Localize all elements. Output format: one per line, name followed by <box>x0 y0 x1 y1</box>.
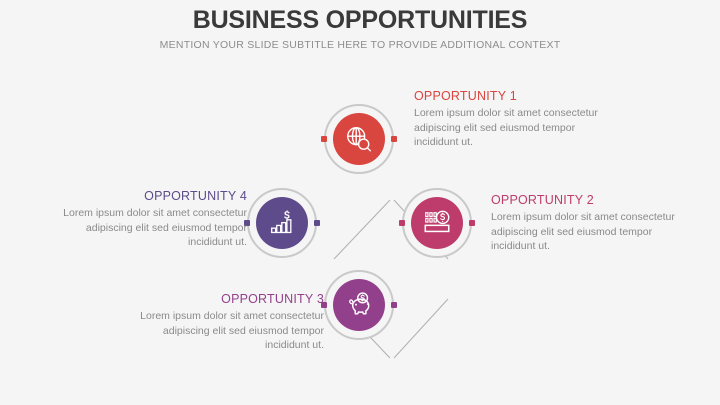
connector-dot-right <box>314 220 320 226</box>
globe-search-icon <box>347 127 372 152</box>
opportunity-1-body: Lorem ipsum dolor sit amet consectetur a… <box>414 107 598 148</box>
node-disc <box>333 279 385 331</box>
digital-money-icon <box>424 210 450 233</box>
piggy-bank-icon <box>348 291 369 314</box>
slide-header: BUSINESS OPPORTUNITIES MENTION YOUR SLID… <box>0 6 720 52</box>
growth-chart-dollar-icon <box>271 210 292 234</box>
connector-dot-left <box>321 302 327 308</box>
textblock-opportunity-4: OPPORTUNITY 4 Lorem ipsum dolor sit amet… <box>62 188 247 250</box>
opportunity-4-title: OPPORTUNITY 4 <box>144 189 247 203</box>
textblock-opportunity-2: OPPORTUNITY 2 Lorem ipsum dolor sit amet… <box>491 192 676 254</box>
connector-dot-left <box>399 220 405 226</box>
node-opportunity-2[interactable] <box>399 188 475 258</box>
page-title: BUSINESS OPPORTUNITIES <box>192 6 528 34</box>
opportunity-2-body: Lorem ipsum dolor sit amet consectetur a… <box>491 211 675 252</box>
node-opportunity-3[interactable] <box>321 270 397 340</box>
opportunity-4-body: Lorem ipsum dolor sit amet consectetur a… <box>63 207 247 248</box>
textblock-opportunity-1: OPPORTUNITY 1 Lorem ipsum dolor sit amet… <box>414 88 599 150</box>
node-disc <box>256 197 308 249</box>
opportunity-3-title: OPPORTUNITY 3 <box>221 292 324 306</box>
node-opportunity-1[interactable] <box>321 104 397 174</box>
opportunity-1-title: OPPORTUNITY 1 <box>414 89 517 103</box>
connector-dot-right <box>469 220 475 226</box>
connector-bottom-right <box>393 298 449 359</box>
slide-subtitle: MENTION YOUR SLIDE SUBTITLE HERE TO PROV… <box>159 39 561 51</box>
node-disc <box>333 113 385 165</box>
node-opportunity-4[interactable] <box>244 188 320 258</box>
connector-top-left <box>333 199 391 260</box>
opportunity-2-title: OPPORTUNITY 2 <box>491 193 594 207</box>
connector-dot-left <box>244 220 250 226</box>
connector-dot-right <box>391 302 397 308</box>
connector-dot-left <box>321 136 327 142</box>
textblock-opportunity-3: OPPORTUNITY 3 Lorem ipsum dolor sit amet… <box>139 291 324 353</box>
node-disc <box>411 197 463 249</box>
connector-dot-right <box>391 136 397 142</box>
opportunity-3-body: Lorem ipsum dolor sit amet consectetur a… <box>140 310 324 351</box>
